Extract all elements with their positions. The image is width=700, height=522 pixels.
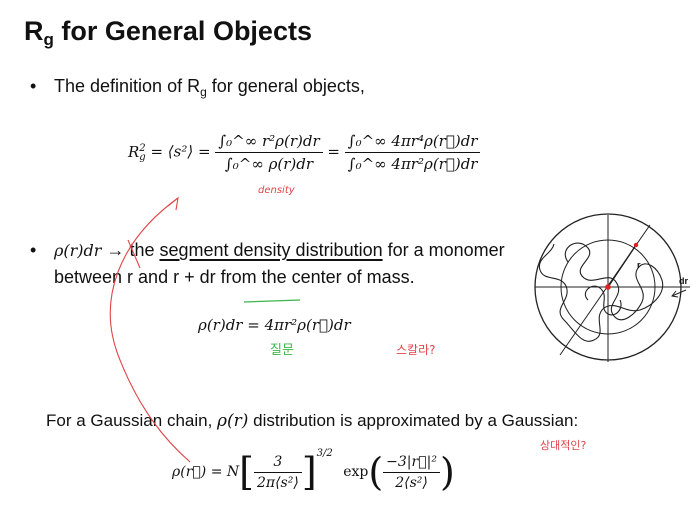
eq1-frac2-den: ∫₀^∞ 4πr²ρ(r⃗)dr bbox=[347, 155, 478, 173]
slide-title: Rg for General Objects bbox=[24, 16, 312, 50]
eq1-frac1-den: ∫₀^∞ ρ(r)dr bbox=[224, 155, 314, 173]
eq1-frac2-num: ∫₀^∞ 4πr⁴ρ(r⃗)dr bbox=[344, 132, 481, 153]
annotation-red-arrow bbox=[109, 197, 191, 463]
bullet2-underlined: segment density distribution bbox=[159, 240, 383, 260]
eq3-right-bracket: ] bbox=[301, 450, 317, 494]
eq3-right-paren: ) bbox=[439, 450, 455, 494]
bullet-2-line-1: ρ(r)dr → the segment density distributio… bbox=[54, 240, 505, 261]
annotation-relative-red: 상대적인? bbox=[540, 439, 587, 452]
bullet1-text-a: The definition of R bbox=[54, 76, 201, 96]
radius-end-point bbox=[633, 242, 639, 248]
eq1-frac1-num: ∫₀^∞ r²ρ(r)dr bbox=[215, 132, 323, 153]
annotation-red-arrowhead bbox=[167, 196, 179, 211]
bullet1-text-b: for general objects, bbox=[206, 76, 365, 96]
title-r: R bbox=[24, 16, 44, 46]
title-sub-g: g bbox=[43, 30, 54, 49]
bullet-2-line-2: between r and r + dr from the center of … bbox=[54, 267, 415, 287]
eq3-lhs: ρ(r⃗) = N bbox=[172, 464, 240, 480]
radius-line bbox=[607, 244, 637, 288]
eq3-frac-num: 3 bbox=[253, 454, 302, 473]
annotation-question-green: 질문 bbox=[270, 343, 294, 358]
diagram-label-r: r bbox=[637, 260, 641, 270]
bullet1-sub: g bbox=[200, 85, 207, 99]
eq3-exp-den: 2⟨s²⟩ bbox=[395, 474, 428, 491]
gaussian-text-b: distribution is approximated by a Gaussi… bbox=[248, 411, 579, 430]
eq3-exp-num: −3|r⃗|² bbox=[383, 454, 440, 473]
eq1-mid: = ⟨s²⟩ = bbox=[145, 142, 216, 161]
eq1-equals: = bbox=[322, 142, 345, 161]
bullet-1: The definition of Rg for general objects… bbox=[54, 76, 365, 99]
bullet2-arrow: → bbox=[101, 240, 130, 260]
bullet-dot-2: • bbox=[30, 240, 37, 260]
dr-arrow-line bbox=[671, 289, 687, 297]
annotation-density: density bbox=[258, 185, 295, 196]
polymer-coil-diagram bbox=[534, 213, 690, 362]
annotation-scalar-red: 스칼라? bbox=[396, 343, 436, 357]
bullet-dot-1: • bbox=[30, 76, 37, 96]
eq1-lhs-r: R bbox=[128, 142, 140, 161]
eq3-frac-den: 2π⟨s²⟩ bbox=[256, 474, 299, 491]
annotation-red-tick bbox=[127, 239, 141, 269]
diagram-label-dr: dr bbox=[679, 276, 688, 286]
eq1-lhs-sub: g bbox=[139, 151, 146, 163]
bullet2-text-a: the bbox=[129, 240, 160, 260]
bullet2-math: ρ(r)dr bbox=[54, 241, 102, 260]
bullet2-text-b: for a monomer bbox=[382, 240, 505, 260]
annotation-green-underline bbox=[243, 299, 301, 303]
gaussian-chain-text: For a Gaussian chain, ρ(r) distribution … bbox=[46, 411, 578, 431]
density-relation-equation: ρ(r)dr = 4πr²ρ(r⃗)dr bbox=[198, 316, 351, 334]
eq3-left-bracket: [ bbox=[239, 450, 254, 494]
gaussian-text-a: For a Gaussian chain, bbox=[46, 411, 218, 430]
eq3-power: 3/2 bbox=[316, 448, 333, 459]
eq1-fraction-1: ∫₀^∞ r²ρ(r)dr ∫₀^∞ ρ(r)dr bbox=[215, 132, 323, 173]
eq1-fraction-2: ∫₀^∞ 4πr⁴ρ(r⃗)dr ∫₀^∞ 4πr²ρ(r⃗)dr bbox=[344, 132, 481, 173]
polymer-chain-path bbox=[538, 242, 664, 342]
eq3-left-paren: ( bbox=[368, 450, 384, 494]
eq3-exp: exp bbox=[343, 464, 369, 480]
eq1-lhs-sup: 2 bbox=[139, 142, 146, 154]
title-rest: for General Objects bbox=[53, 16, 312, 46]
dr-arrowhead bbox=[671, 290, 679, 298]
gaussian-math: ρ(r) bbox=[217, 411, 249, 431]
center-of-mass-point bbox=[605, 284, 611, 290]
